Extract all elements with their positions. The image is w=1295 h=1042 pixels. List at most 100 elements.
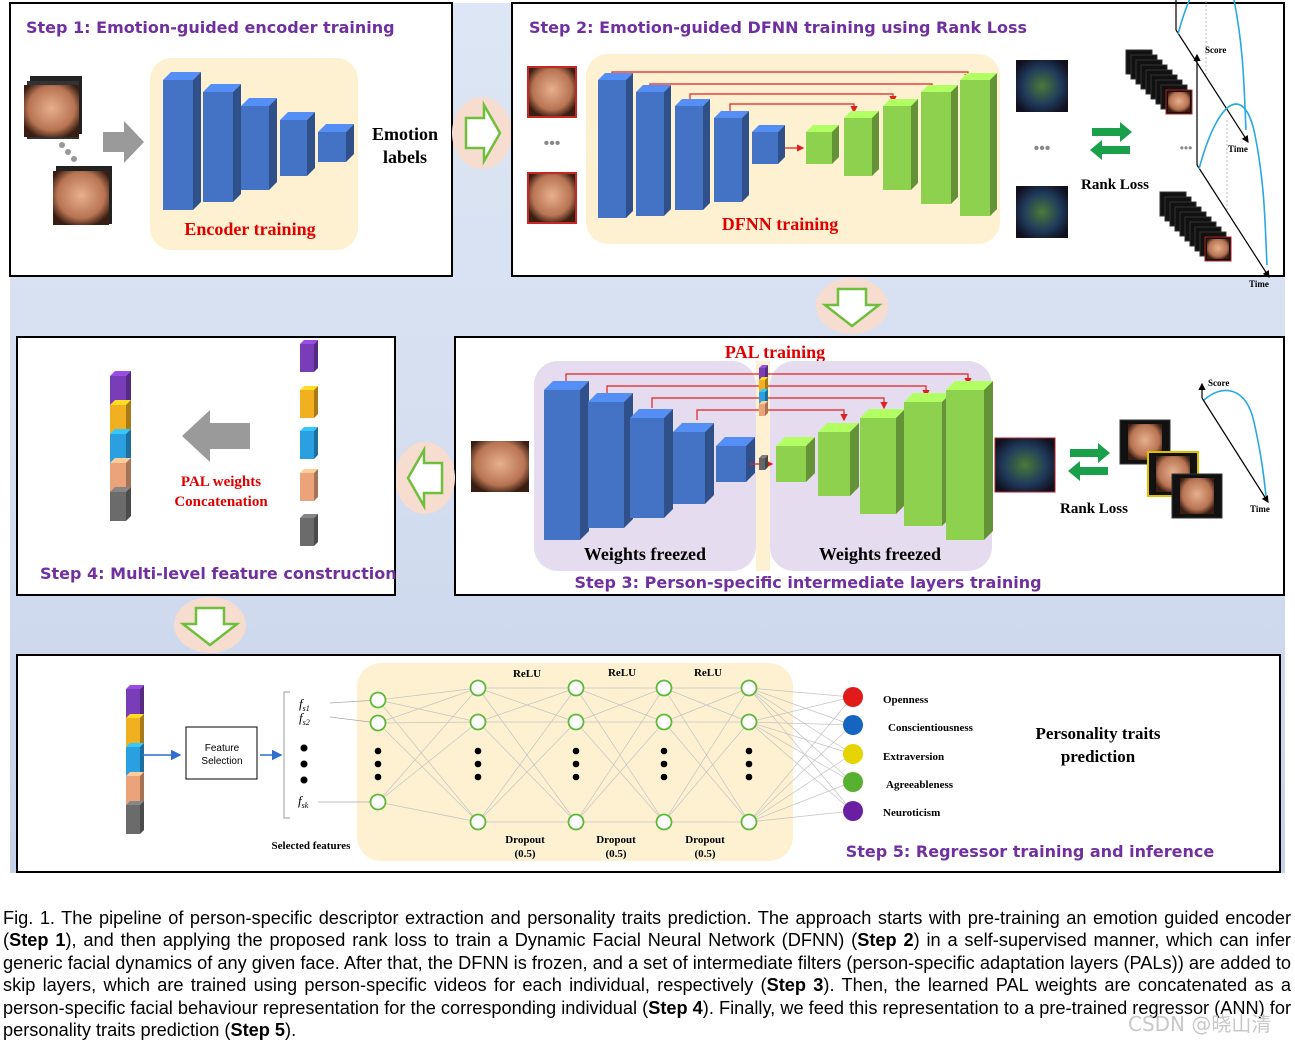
flow-arrow-down [816, 278, 888, 334]
step5-title: Step 5: Regressor training and inference [846, 842, 1215, 861]
feature-segment [126, 801, 144, 834]
neuron [369, 714, 387, 732]
encoder-block [280, 112, 315, 176]
neuron [469, 713, 487, 731]
caption-step: Step 5 [230, 1020, 286, 1041]
pal-weight-cube [300, 386, 318, 418]
emotion-label-2: labels [383, 147, 427, 167]
time-axis [1175, 29, 1249, 144]
ellipsis: ••• [1034, 140, 1051, 157]
dropout-label: Dropout [505, 834, 545, 846]
trait-label: Extraversion [883, 751, 944, 763]
pal-training-label: PAL training [725, 342, 825, 362]
feature-segment [126, 685, 144, 718]
face-image [1207, 239, 1229, 259]
encoder-block [203, 84, 241, 202]
frozen-encoder-block [673, 423, 714, 504]
feature-fs1: fs1 [299, 696, 310, 713]
dfnn-blocks [598, 71, 997, 218]
neuron [567, 679, 585, 697]
frozen-decoder-block [818, 423, 859, 496]
dense-connection [477, 721, 577, 823]
output-connection [748, 721, 853, 726]
pal-weight-cubes [300, 340, 318, 546]
neuron [655, 679, 673, 697]
figure-caption: Fig. 1. The pipeline of person-specific … [3, 907, 1291, 1041]
feature-fsk: fsk [298, 793, 309, 810]
dfnn-decoder-block [883, 99, 918, 190]
dense-connection [663, 721, 750, 823]
relu-label: ReLU [694, 667, 722, 679]
dense-connection [477, 687, 577, 823]
encoder-blocks [163, 72, 354, 210]
pal-layer [759, 377, 768, 392]
feature-selection-box [185, 726, 258, 780]
feature-fs2: fs2 [299, 710, 310, 727]
neuron [369, 793, 387, 811]
ellipsis-dot [474, 760, 482, 768]
caption-text: ). Finally, we feed this representation … [3, 997, 1291, 1041]
dense-connection [377, 687, 479, 724]
dense-connection [377, 687, 479, 803]
dropout-rate: (0.5) [694, 848, 715, 860]
pal-layer [759, 401, 768, 416]
trait-node [843, 801, 863, 821]
prediction-label: prediction [1061, 747, 1136, 766]
emotion-label-1: Emotion [372, 124, 438, 144]
neuron [369, 691, 387, 709]
output-connection [748, 687, 853, 783]
step3-panel: PAL training Weights freezed Weights fre… [454, 336, 1285, 596]
pal-weight-cube [300, 469, 318, 501]
output-connection [748, 721, 853, 783]
mask-image [994, 437, 1056, 493]
ellipsis-dot [374, 747, 382, 755]
pal-weight-cube [300, 427, 318, 459]
output-connection [748, 721, 853, 812]
weights-freezed-right: Weights freezed [819, 544, 941, 564]
skip-connection [689, 93, 897, 104]
dropout-label: Dropout [596, 834, 636, 846]
skip-connection [729, 103, 858, 114]
encoder-block [241, 98, 277, 190]
ellipsis-dot [660, 747, 668, 755]
flow-arrow-down [174, 597, 246, 653]
dense-connection [377, 721, 479, 803]
concatenation-label: Concatenation [174, 494, 268, 510]
dense-connection [575, 687, 665, 723]
time-label: Time [1228, 144, 1248, 154]
trait-node [843, 772, 863, 792]
frozen-decoder-block [860, 409, 905, 514]
trait-node [843, 744, 863, 764]
selected-features-label: Selected features [272, 840, 352, 852]
step3-blocks [544, 365, 993, 540]
neuron [567, 813, 585, 831]
output-connection [748, 721, 853, 755]
dfnn-decoder-block [806, 125, 839, 164]
rank-loss-label: Rank Loss [1081, 177, 1149, 193]
face-image [529, 174, 575, 222]
dfnn-encoder-block [714, 111, 749, 202]
feature-segment [110, 458, 131, 492]
neuron [567, 713, 585, 731]
feature-segment [110, 400, 131, 434]
dense-connection [663, 687, 750, 823]
frozen-decoder-block [946, 381, 993, 540]
weights-freezed-left: Weights freezed [584, 544, 706, 564]
concatenated-feature-stack [110, 371, 131, 521]
score-curve [1203, 389, 1267, 497]
dropout-rate: (0.5) [605, 848, 626, 860]
ann-network [318, 679, 853, 831]
feature-segment [110, 429, 131, 463]
pal-weights-label: PAL weights [181, 474, 261, 490]
pal-layer [759, 365, 768, 380]
dense-connection [377, 721, 479, 724]
dense-connection [377, 699, 479, 723]
dropout-label: Dropout [685, 834, 725, 846]
caption-step: Step 2 [857, 930, 914, 951]
frozen-encoder-block [544, 381, 589, 540]
neuron [655, 713, 673, 731]
encoder-training-label: Encoder training [184, 219, 315, 239]
dense-connection [575, 687, 665, 823]
